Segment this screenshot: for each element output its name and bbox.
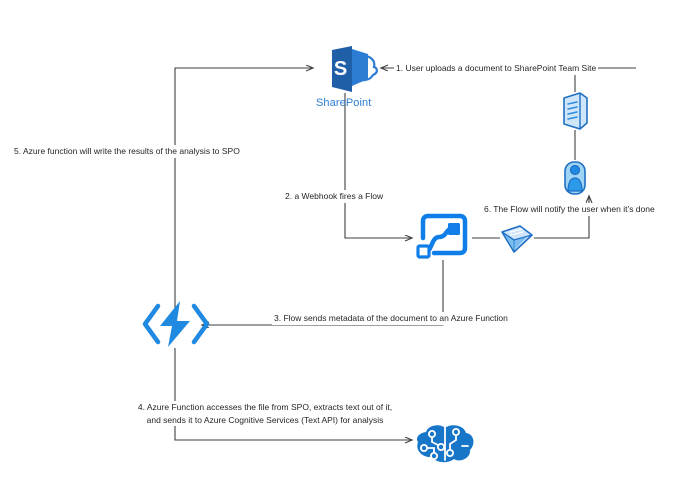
wire-step-4 [174, 348, 412, 440]
step-2-label: 2. a Webhook fires a Flow [283, 190, 386, 203]
step-5-label: 5. Azure function will write the results… [12, 145, 242, 158]
azure-function-icon[interactable] [140, 298, 212, 350]
step-4-line-1: 4. Azure Function accesses the file from… [137, 402, 393, 412]
email-icon[interactable] [498, 220, 536, 258]
wire-step-5 [174, 68, 313, 318]
step-6-label: 6. The Flow will notify the user when it… [482, 203, 657, 216]
document-icon[interactable] [558, 90, 592, 132]
wire-step-2 [344, 93, 412, 238]
step-1-label: 1. User uploads a document to SharePoint… [394, 62, 599, 75]
sharepoint-caption: SharePoint [316, 97, 372, 109]
step-3-label: 3. Flow sends metadata of the document t… [272, 312, 510, 325]
step-4-label: 4. Azure Function accesses the file from… [98, 401, 432, 426]
step-4-line-2: and sends it to Azure Cognitive Services… [146, 414, 384, 425]
wire-step-3 [202, 260, 444, 325]
azure-cognitive-services-icon[interactable] [410, 422, 480, 466]
svg-text:S: S [334, 58, 347, 80]
user-icon[interactable] [560, 158, 590, 198]
sharepoint-icon[interactable]: S [313, 45, 381, 93]
microsoft-flow-icon[interactable] [410, 212, 474, 264]
